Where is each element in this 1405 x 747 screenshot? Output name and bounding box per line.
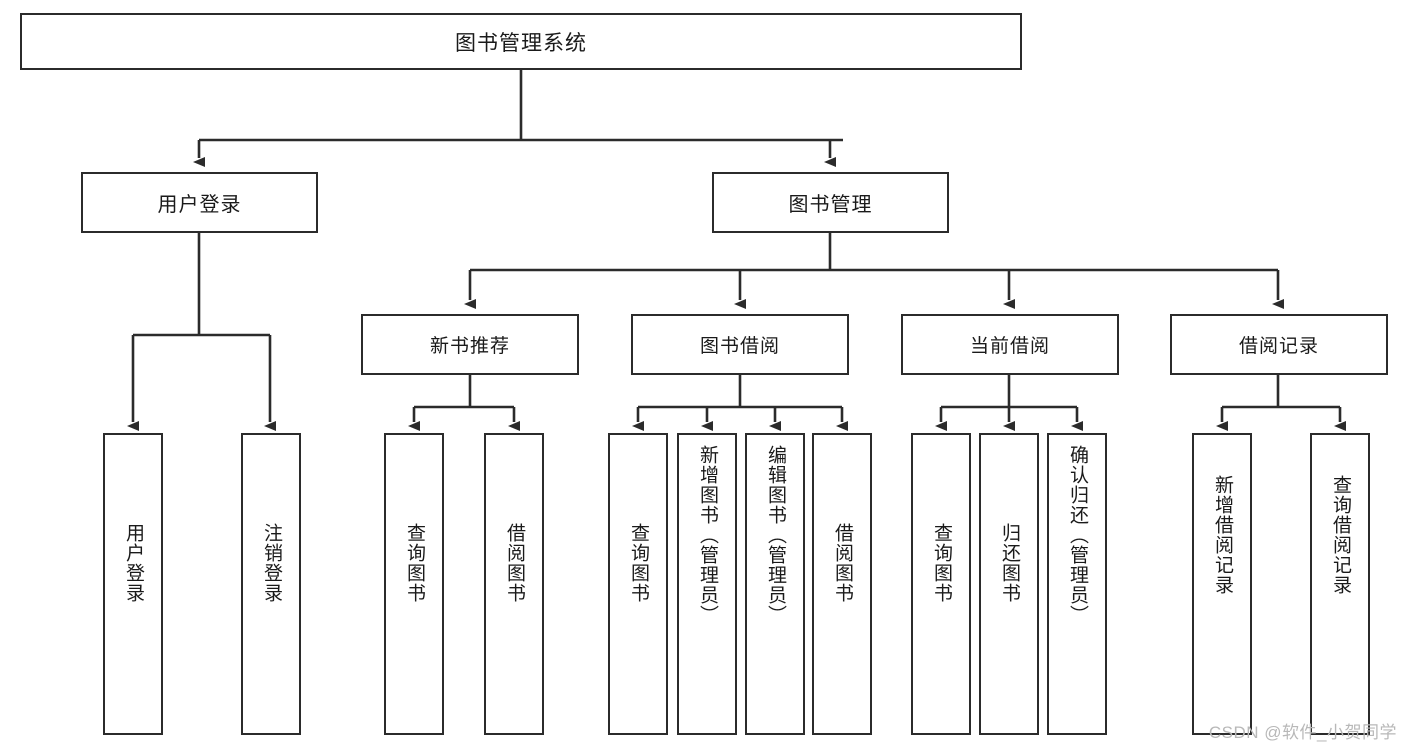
node-book-management[interactable]: 图书管理 (712, 172, 949, 233)
leaf-query-book-new[interactable]: 查询图书 (384, 433, 444, 735)
leaf-query-borrow-record[interactable]: 查询借阅记录 (1310, 433, 1370, 735)
leaf-borrow-book-new[interactable]: 借阅图书 (484, 433, 544, 735)
leaf-user-login[interactable]: 用户登录 (103, 433, 163, 735)
node-label: 图书借阅 (699, 336, 780, 357)
node-label: 查询图书 (931, 523, 953, 603)
node-label: 确认归还（管理员） (1067, 445, 1089, 625)
leaf-query-book-borrow[interactable]: 查询图书 (608, 433, 668, 735)
leaf-return-book[interactable]: 归还图书 (979, 433, 1039, 735)
node-label: 编辑图书（管理员） (765, 445, 787, 625)
node-label: 借阅记录 (1238, 336, 1319, 357)
node-label: 借阅图书 (832, 523, 854, 603)
node-root-book-management-system[interactable]: 图书管理系统 (20, 13, 1022, 70)
node-label: 归还图书 (999, 523, 1021, 603)
node-label: 新书推荐 (429, 336, 510, 357)
node-label: 用户登录 (157, 194, 242, 216)
node-label: 图书管理 (788, 194, 873, 216)
leaf-borrow-book[interactable]: 借阅图书 (812, 433, 872, 735)
node-borrow-record[interactable]: 借阅记录 (1170, 314, 1388, 375)
node-book-borrow[interactable]: 图书借阅 (631, 314, 849, 375)
node-label: 新增图书（管理员） (697, 445, 719, 625)
node-label: 用户登录 (123, 523, 145, 603)
node-label: 新增借阅记录 (1212, 475, 1234, 595)
node-new-book-recommend[interactable]: 新书推荐 (361, 314, 579, 375)
node-label: 图书管理系统 (455, 31, 587, 55)
leaf-query-book-current[interactable]: 查询图书 (911, 433, 971, 735)
node-current-borrow[interactable]: 当前借阅 (901, 314, 1119, 375)
node-user-login[interactable]: 用户登录 (81, 172, 318, 233)
node-label: 借阅图书 (504, 523, 526, 603)
node-label: 当前借阅 (969, 336, 1050, 357)
node-label: 查询图书 (628, 523, 650, 603)
node-label: 注销登录 (261, 523, 283, 603)
leaf-add-borrow-record[interactable]: 新增借阅记录 (1192, 433, 1252, 735)
leaf-edit-book-admin[interactable]: 编辑图书（管理员） (745, 433, 805, 735)
csdn-watermark: CSDN @软件_小贺同学 (1208, 723, 1397, 742)
node-label: 查询借阅记录 (1330, 475, 1352, 595)
leaf-confirm-return-admin[interactable]: 确认归还（管理员） (1047, 433, 1107, 735)
leaf-add-book-admin[interactable]: 新增图书（管理员） (677, 433, 737, 735)
leaf-logout[interactable]: 注销登录 (241, 433, 301, 735)
node-label: 查询图书 (404, 523, 426, 603)
